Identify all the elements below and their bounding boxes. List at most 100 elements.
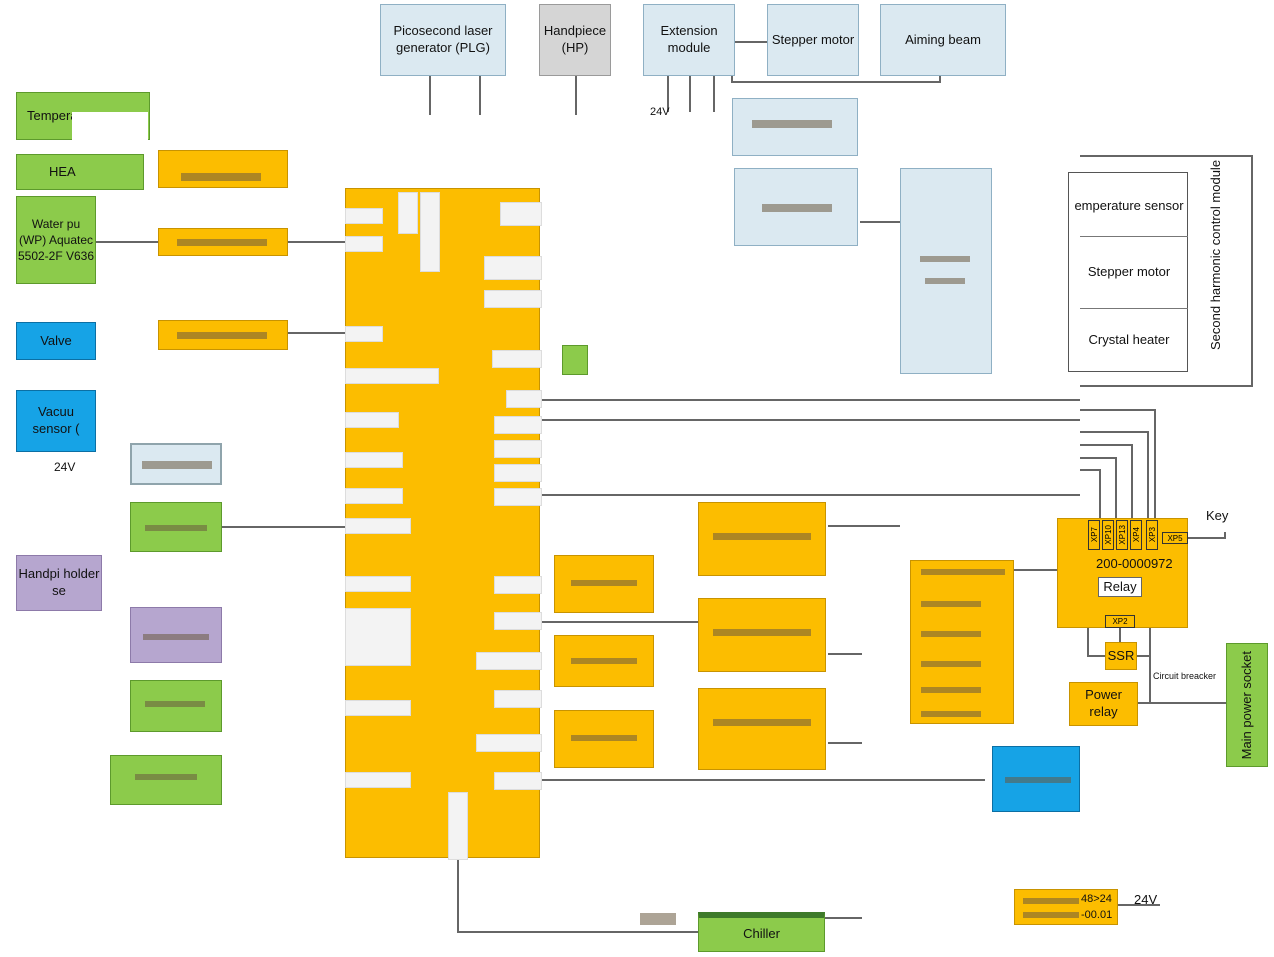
blurred-label: [640, 913, 676, 925]
relay-box: Relay: [1098, 577, 1142, 597]
dc-converter-box: 48>24 -00.01: [1014, 889, 1118, 925]
board-connector: [494, 440, 542, 458]
handpiece-box: Handpiece (HP): [539, 4, 611, 76]
shg-divider: [1080, 308, 1188, 309]
main-power-socket-label: Main power socket: [1238, 650, 1254, 760]
board-connector: [484, 256, 542, 280]
aiming-beam-label: Aiming beam: [905, 31, 981, 47]
blurred-label: [925, 278, 965, 284]
board-connector: [494, 464, 542, 482]
board-connector: [345, 326, 383, 342]
top-24v-label: 24V: [650, 106, 670, 118]
converter-24v-label: 24V: [1134, 892, 1158, 907]
main-power-socket-box: Main power socket: [1226, 643, 1268, 767]
board-connector: [345, 576, 411, 592]
mask: [72, 112, 148, 150]
board-connector: [345, 488, 403, 504]
board-connector: [506, 390, 542, 408]
board-connector: [345, 208, 383, 224]
valve-label: Valve: [40, 332, 72, 348]
shg-temp-sensor: emperature sensor: [1072, 188, 1186, 224]
xp7-connector: XP7: [1088, 520, 1100, 550]
aiming-beam-box: Aiming beam: [880, 4, 1006, 76]
middle-module-2: [554, 635, 654, 687]
xp13-connector: XP13: [1116, 520, 1128, 550]
circuit-breaker-label: Circuit breacker: [1153, 671, 1217, 681]
key-label: Key: [1206, 508, 1229, 523]
board-connector: [476, 652, 542, 670]
converter-code: -00.01: [1081, 909, 1113, 921]
xp10-label: XP10: [1103, 525, 1113, 545]
ssr-label: SSR: [1107, 647, 1135, 663]
connector-2: [158, 228, 288, 256]
water-pump-box: Water pu (WP) Aquatec 5502-2F V636: [16, 196, 96, 284]
board-connector: [345, 412, 399, 428]
sensor-box-gray: [130, 443, 222, 485]
board-connector: [420, 192, 440, 272]
board-connector: [484, 290, 542, 308]
distribution-board: [910, 560, 1014, 724]
board-connector: [492, 350, 542, 368]
water-pump-label: Water pu (WP) Aquatec 5502-2F V636: [17, 216, 95, 264]
handpiece-label: Handpiece (HP): [543, 23, 607, 55]
board-connector: [345, 700, 411, 716]
ssr-box: SSR: [1105, 642, 1137, 670]
green-module-2: [130, 680, 222, 732]
board-connector: [494, 772, 542, 790]
board-connector: [448, 792, 468, 860]
heater-label: HEA: [49, 163, 76, 179]
shg-inner-frame: [1068, 172, 1188, 372]
power-relay-label: Power relay: [1085, 687, 1122, 719]
power-relay-box: Power relay: [1069, 682, 1138, 726]
board-connector: [476, 734, 542, 752]
shg-stepper-label: Stepper motor: [1087, 263, 1171, 279]
middle-module-3: [554, 710, 654, 768]
board-connector: [494, 612, 542, 630]
board-connector: [345, 452, 403, 468]
module-light-blue-2: [734, 168, 858, 246]
xp3-label: XP3: [1147, 527, 1157, 543]
converter-ratio: 48>24: [1081, 893, 1112, 905]
board-connector: [345, 608, 411, 666]
xp4-connector: XP4: [1130, 520, 1142, 550]
module-light-blue-3: [900, 168, 992, 374]
power-module-1: [698, 502, 826, 576]
xp5-label: XP5: [1167, 533, 1183, 543]
shg-crystal-heater: Crystal heater: [1072, 322, 1186, 358]
extension-module-box: Extension module: [643, 4, 735, 76]
vacuum-sensor-box: Vacuu sensor (: [16, 390, 96, 452]
blurred-label: [752, 120, 832, 128]
relay-label: Relay: [1103, 578, 1137, 594]
connector-3: [158, 320, 288, 350]
board-connector: [345, 368, 439, 384]
blurred-label: [762, 204, 832, 212]
board-connector: [345, 772, 411, 788]
shg-crystal-heater-label: Crystal heater: [1088, 331, 1170, 347]
xp7-label: XP7: [1089, 527, 1099, 543]
board-connector: [398, 192, 418, 234]
shg-temp-sensor-label: emperature sensor: [1074, 197, 1184, 213]
power-board-id: 200-0000972: [1096, 556, 1173, 571]
middle-module-1: [554, 555, 654, 613]
board-connector: [500, 202, 542, 226]
temperature-label: Tempera: [27, 107, 78, 123]
vacuum-24v-label: 24V: [54, 460, 76, 474]
xp2-connector: XP2: [1105, 615, 1135, 628]
xp4-label: XP4: [1131, 527, 1141, 543]
chiller-box: Chiller: [698, 912, 825, 952]
power-module-3: [698, 688, 826, 770]
plg-box: Picosecond laser generator (PLG): [380, 4, 506, 76]
board-connector: [494, 576, 542, 594]
handpiece-holder-box: Handpi holder se: [16, 555, 102, 611]
connector-1: [158, 150, 288, 188]
green-module-3: [110, 755, 222, 805]
vacuum-sensor-label: Vacuu sensor (: [32, 404, 80, 436]
chiller-label: Chiller: [743, 926, 780, 942]
blurred-label: [920, 256, 970, 262]
board-connector: [494, 416, 542, 434]
small-green-indicator: [562, 345, 588, 375]
purple-module: [130, 607, 222, 663]
plg-label: Picosecond laser generator (PLG): [393, 23, 493, 55]
green-module-1: [130, 502, 222, 552]
board-connector: [345, 518, 411, 534]
